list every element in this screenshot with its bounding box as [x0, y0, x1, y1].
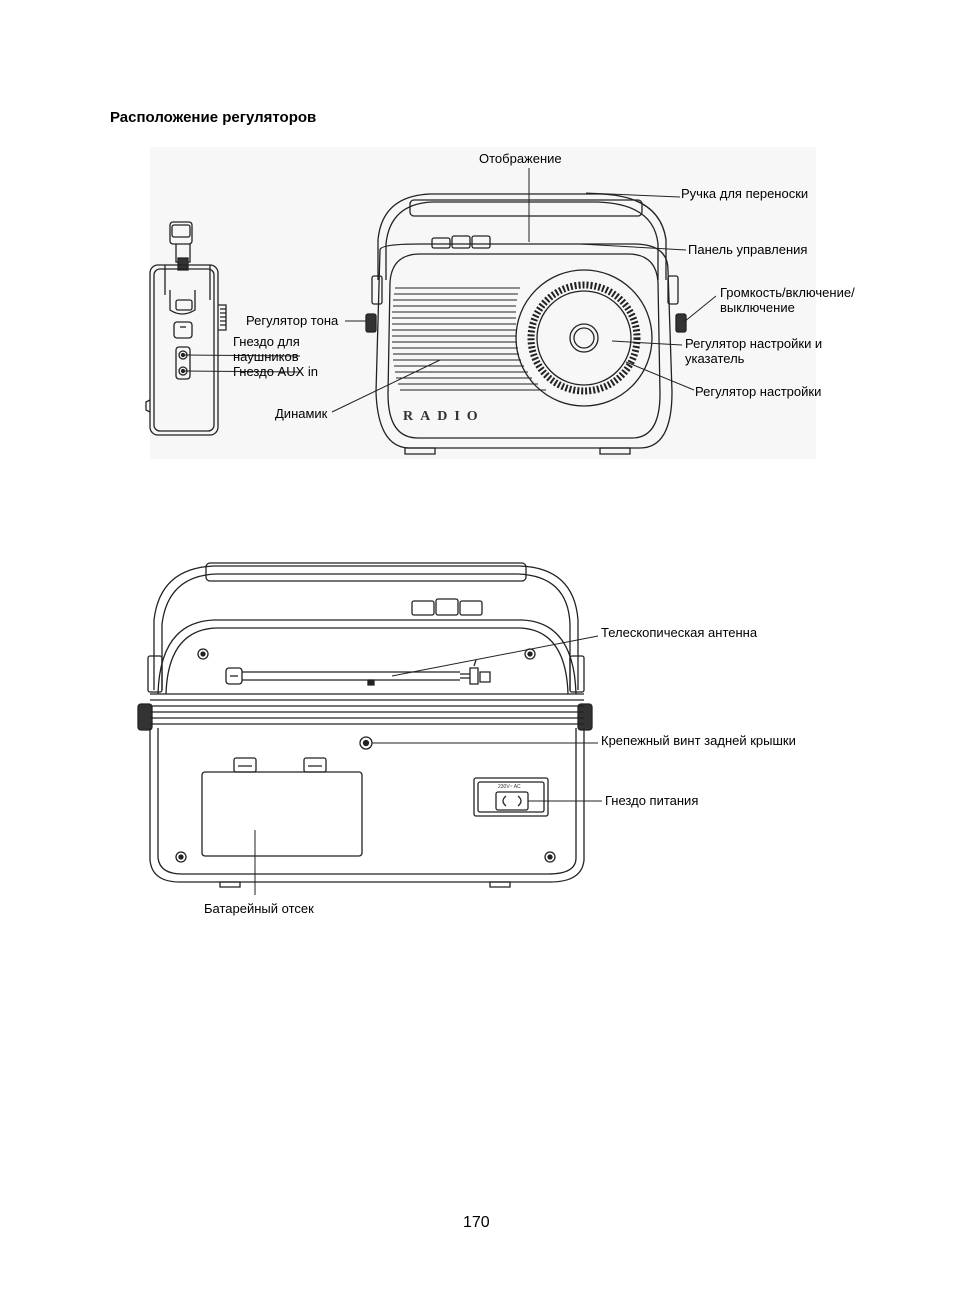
speaker-label: Динамик	[275, 406, 328, 421]
front-radio-illustration	[366, 194, 686, 454]
tuning-pointer-label-line2: указатель	[685, 351, 745, 366]
headphone-label-line1: Гнездо для	[233, 334, 300, 349]
tuning-control-label: Регулятор настройки	[695, 384, 822, 399]
headphone-label-line2: наушников	[233, 349, 299, 364]
antenna-label: Телескопическая антенна	[601, 625, 758, 640]
carry-handle-label: Ручка для переноски	[681, 186, 809, 201]
battery-compartment-label: Батарейный отсек	[204, 901, 314, 916]
cover-screw-label: Крепежный винт задней крышки	[601, 733, 796, 748]
display-label: Отображение	[479, 151, 562, 166]
control-panel-label: Панель управления	[688, 242, 808, 257]
volume-label-line1: Громкость/включение/	[720, 285, 855, 300]
side-view-illustration	[146, 222, 226, 435]
power-rating-text: 230V~ AC	[498, 784, 521, 790]
aux-in-label: Гнездо AUX in	[233, 364, 318, 379]
radio-logo: RADIO	[403, 409, 485, 424]
rear-radio-illustration	[138, 563, 592, 887]
tuning-pointer-label-line1: Регулятор настройки и	[685, 336, 823, 351]
volume-label-line2: выключение	[720, 300, 795, 315]
page-number: 170	[463, 1214, 490, 1231]
tone-control-label: Регулятор тона	[246, 313, 339, 328]
power-socket-label: Гнездо питания	[605, 793, 699, 808]
page-title: Расположение регуляторов	[110, 109, 317, 126]
